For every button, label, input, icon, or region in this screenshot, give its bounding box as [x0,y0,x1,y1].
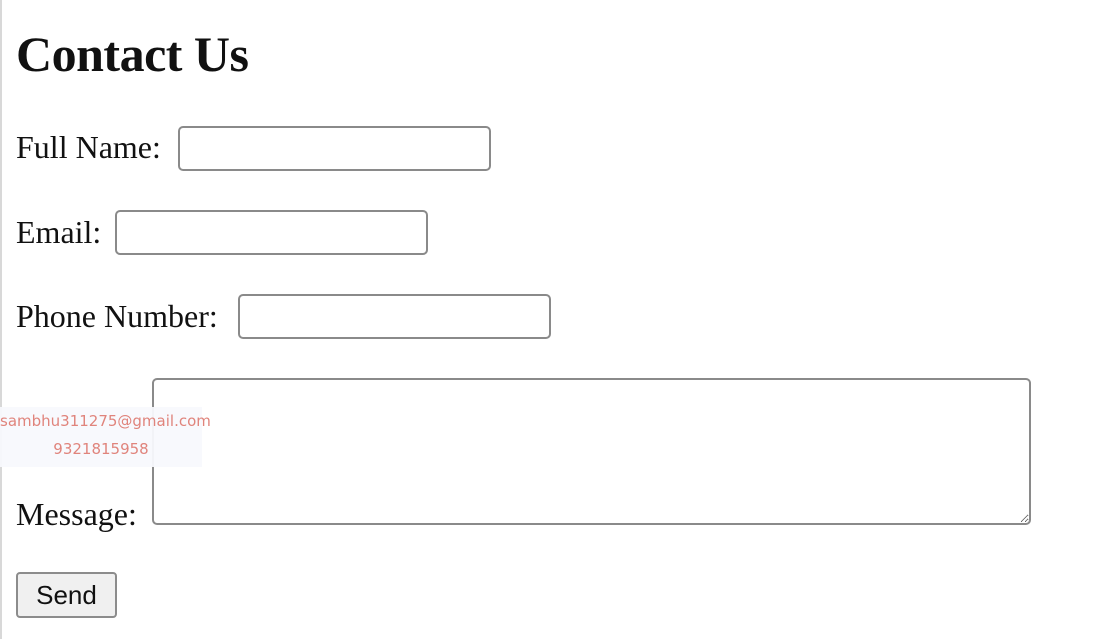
page-title: Contact Us [16,26,249,82]
email-input[interactable] [115,210,428,255]
message-textarea[interactable] [152,378,1031,525]
full-name-input[interactable] [178,126,491,171]
phone-number-label: Phone Number: [16,298,218,334]
message-label: Message: [16,496,137,532]
email-label: Email: [16,214,102,250]
watermark-phone: 9321815958 [53,440,149,458]
contact-watermark: sambhu311275@gmail.com 9321815958 [0,407,211,467]
watermark-email: sambhu311275@gmail.com [0,412,211,430]
page-left-edge [0,0,2,639]
full-name-label: Full Name: [16,129,161,165]
send-button[interactable]: Send [16,572,117,618]
phone-number-input[interactable] [238,294,551,339]
